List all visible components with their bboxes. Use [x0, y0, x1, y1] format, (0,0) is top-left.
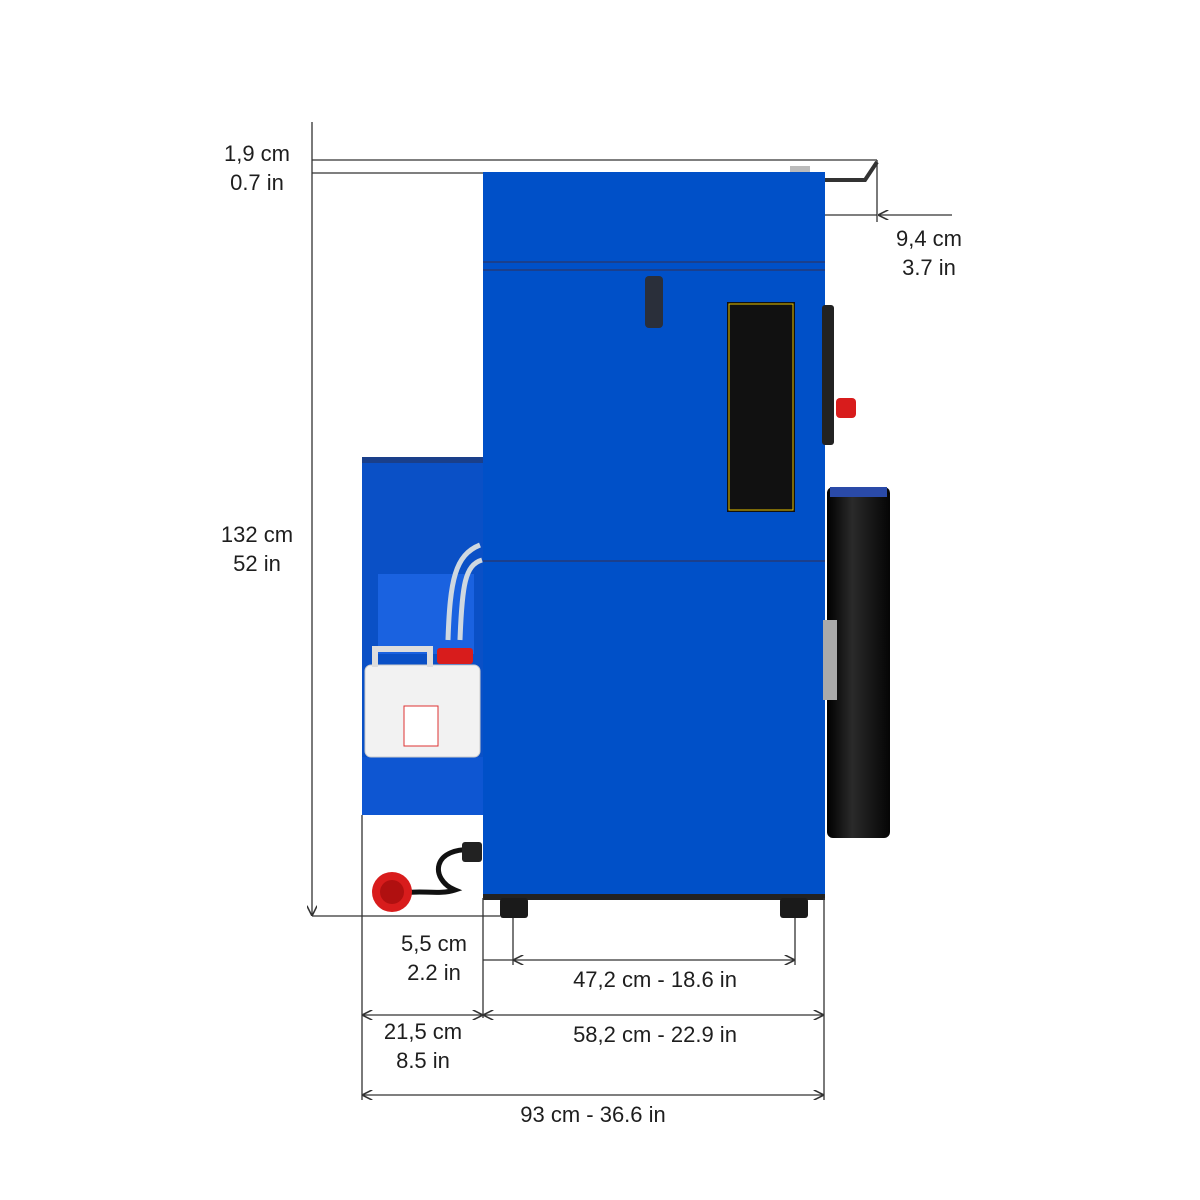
- vent-grille: [378, 574, 474, 654]
- handle-overhang-in: 3.7 in: [902, 255, 956, 280]
- top-offset-cm: 1,9 cm: [223, 141, 291, 166]
- door-handle: [645, 276, 663, 328]
- side-unit-width-cm: 21,5 cm: [383, 1019, 463, 1044]
- foot-inset-cm: 5,5 cm: [400, 931, 468, 956]
- foot-inset-in: 2.2 in: [407, 960, 461, 985]
- cabinet-width: 58,2 cm - 22.9 in: [573, 1022, 737, 1047]
- filter-cylinder: [823, 487, 890, 838]
- top-handle: [825, 160, 879, 182]
- height-cm: 132 cm: [220, 522, 294, 547]
- warning-label: [727, 302, 795, 512]
- foot: [500, 898, 528, 918]
- total-width: 93 cm - 36.6 in: [520, 1102, 666, 1127]
- foot-spacing: 47,2 cm - 18.6 in: [573, 967, 737, 992]
- main-cabinet: [483, 160, 879, 918]
- side-unit-width-in: 8.5 in: [396, 1048, 450, 1073]
- top-offset-in: 0.7 in: [230, 170, 284, 195]
- side-unit: [362, 457, 483, 815]
- foot: [780, 898, 808, 918]
- emergency-stop: [836, 398, 856, 418]
- handle-overhang-cm: 9,4 cm: [895, 226, 963, 251]
- dimension-lines: [312, 122, 952, 1100]
- height-in: 52 in: [233, 551, 281, 576]
- canister: [364, 646, 481, 758]
